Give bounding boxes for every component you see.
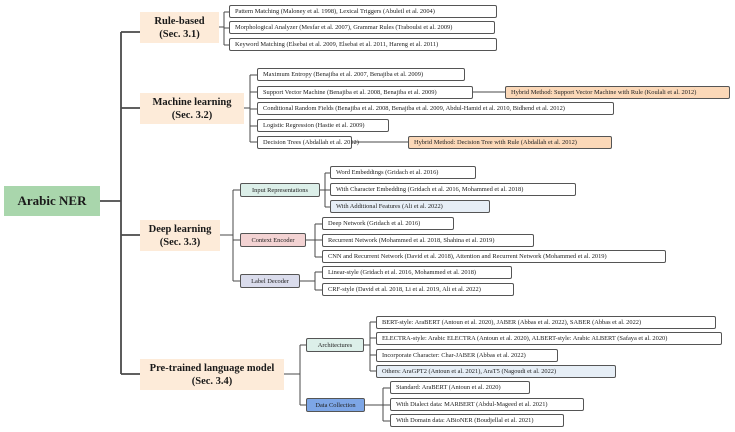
ml-leaf: Maximum Entropy (Benajiba et al. 2007, B… <box>257 68 465 81</box>
category-title: Deep learning <box>148 223 212 235</box>
data-collection-leaf: With Domain data: ABioNER (Boudjellal et… <box>390 414 564 427</box>
rule-based-leaf: Keyword Matching (Elsebai et al. 2009, E… <box>229 38 497 51</box>
label-decoder-leaf: CRF-style (David et al. 2018, Li et al. … <box>322 283 514 296</box>
ml-leaf: Decision Trees (Abdallah et al. 2012) <box>257 136 359 149</box>
architectures-node: Architectures <box>306 338 364 352</box>
input-representations-node: Input Representations <box>240 183 320 197</box>
ml-leaf: Logistic Regression (Hastie et al. 2009) <box>257 119 389 132</box>
category-rule-based: Rule-based (Sec. 3.1) <box>140 12 219 43</box>
rule-based-leaf: Pattern Matching (Maloney et al. 1998), … <box>229 5 497 18</box>
data-collection-leaf: Standard: AraBERT (Antoun et al. 2020) <box>390 381 530 394</box>
ml-leaf: Conditional Random Fields (Benajiba et a… <box>257 102 614 115</box>
input-repr-leaf: With Additional Features (Ali et al. 202… <box>330 200 490 213</box>
hybrid-dt-box: Hybrid Method: Decision Tree with Rule (… <box>408 136 612 149</box>
category-title: Rule-based <box>154 15 205 27</box>
context-encoder-leaf: Deep Network (Gridach et al. 2016) <box>322 217 454 230</box>
category-section: (Sec. 3.1) <box>159 28 200 40</box>
category-title: Machine learning <box>152 96 232 108</box>
data-collection-leaf: With Dialect data: MARBERT (Abdul-Mageed… <box>390 398 584 411</box>
ml-leaf: Support Vector Machine (Benajiba et al. … <box>257 86 473 99</box>
category-machine-learning: Machine learning (Sec. 3.2) <box>140 93 244 124</box>
root-node: Arabic NER <box>4 186 100 216</box>
architecture-leaf: ELECTRA-style: Arabic ELECTRA (Antoun et… <box>376 332 722 345</box>
hybrid-svm-box: Hybrid Method: Support Vector Machine wi… <box>505 86 730 99</box>
category-section: (Sec. 3.2) <box>171 109 213 121</box>
category-title: Pre-trained language model <box>149 362 275 374</box>
category-section: (Sec. 3.3) <box>159 236 201 248</box>
context-encoder-leaf: Recurrent Network (Mohammed et al. 2018,… <box>322 234 534 247</box>
context-encoder-leaf: CNN and Recurrent Network (David et al. … <box>322 250 666 263</box>
architecture-leaf: BERT-style: AraBERT (Antoun et al. 2020)… <box>376 316 716 329</box>
category-deep-learning: Deep learning (Sec. 3.3) <box>140 220 220 251</box>
data-collection-node: Data Collection <box>306 398 365 412</box>
category-section: (Sec. 3.4) <box>191 375 233 387</box>
architecture-leaf: Incorporate Character: Char-JABER (Abbas… <box>376 349 558 362</box>
label-decoder-node: Label Decoder <box>240 274 300 288</box>
context-encoder-node: Context Encoder <box>240 233 306 247</box>
label-decoder-leaf: Linear-style (Gridach et al. 2016, Moham… <box>322 266 512 279</box>
rule-based-leaf: Morphological Analyzer (Mesfar et al. 20… <box>229 21 495 34</box>
architecture-leaf: Others: AraGPT2 (Antoun et al. 2021), Ar… <box>376 365 616 378</box>
category-pretrained: Pre-trained language model (Sec. 3.4) <box>140 359 284 390</box>
input-repr-leaf: With Character Embedding (Gridach et al.… <box>330 183 576 196</box>
input-repr-leaf: Word Embeddings (Gridach et al. 2016) <box>330 166 476 179</box>
